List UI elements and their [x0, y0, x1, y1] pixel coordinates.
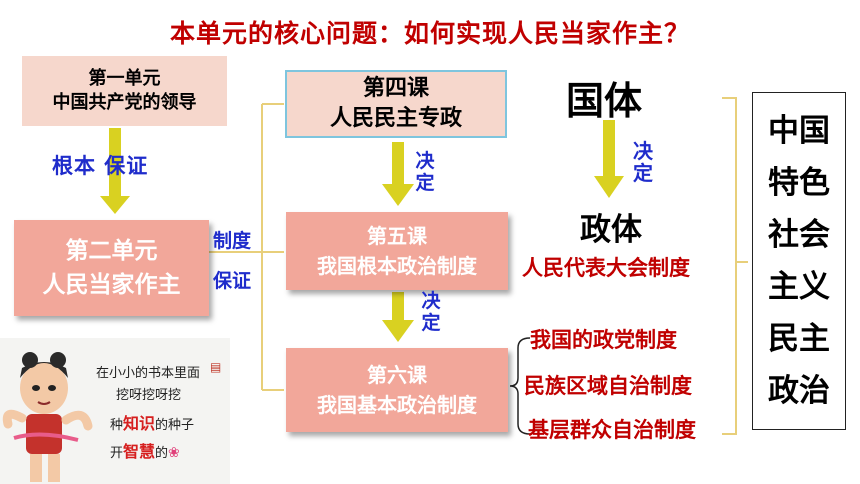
- lesson4-line2: 人民民主专政: [329, 106, 462, 131]
- lesson6-box: 第六课 我国基本政治制度: [286, 348, 508, 432]
- unit1-box: 第一单元 中国共产党的领导: [22, 56, 227, 126]
- lesson6-line2: 我国基本政治制度: [317, 393, 477, 417]
- right-box-line-1: 中国: [768, 113, 830, 149]
- decide-label-3: 决定: [633, 139, 653, 185]
- right-box-line-2: 特色: [768, 165, 830, 201]
- cartoon-line-3: 种知识的种子: [110, 410, 194, 434]
- lesson5-line2: 我国根本政治制度: [317, 254, 477, 278]
- page-title: 本单元的核心问题：如何实现人民当家作主？: [169, 19, 690, 48]
- cartoon-character-image: [2, 352, 93, 482]
- cartoon-line-4-c: 的: [155, 446, 169, 461]
- lesson4-box: 第四课 人民民主专政: [285, 70, 507, 138]
- lesson6-line1: 第六课: [367, 363, 427, 387]
- basic-system-party: 我国的政党制度: [530, 328, 677, 352]
- right-box-line-3: 社会: [768, 217, 830, 253]
- cartoon-line-4: 开智慧的❀: [110, 438, 180, 462]
- decide-label-2: 决定: [421, 290, 441, 334]
- cartoon-line-1: 在小小的书本里面: [96, 366, 201, 381]
- decide-label-1: 决定: [415, 150, 435, 194]
- relation-guarantee-label: 保证: [213, 270, 252, 292]
- unit2-box: 第二单元 人民当家作主: [14, 220, 209, 316]
- cartoon-panel: 在小小的书本里面 挖呀挖呀挖 种知识的种子 开智慧的❀ ▤: [0, 338, 230, 484]
- arrow-unit1-to-unit2: [100, 128, 130, 214]
- lesson5-box: 第五课 我国根本政治制度: [286, 212, 508, 290]
- cartoon-line-3-c: 的种子: [155, 418, 195, 433]
- cartoon-line-2: 挖呀挖呀挖: [116, 388, 182, 403]
- cartoon-line-3-b: 知识: [123, 414, 156, 433]
- unit1-line1: 第一单元: [88, 68, 161, 89]
- zhengti-label: 政体: [580, 212, 642, 248]
- socialist-democracy-box: 中国 特色 社会 主义 民主 政治: [752, 92, 846, 430]
- cartoon-line-4-a: 开: [110, 446, 124, 461]
- arrow-lesson5-to-lesson6: [382, 292, 414, 342]
- relation-system-label: 制度: [213, 230, 252, 252]
- cartoon-line-3-a: 种: [110, 418, 124, 433]
- arrow-guoti-to-zhengti: [594, 120, 624, 198]
- lessons-bracket: [209, 103, 284, 391]
- unit1-line2: 中国共产党的领导: [52, 92, 197, 113]
- lesson4-line1: 第四课: [362, 76, 429, 101]
- unit2-line1: 第二单元: [65, 238, 158, 264]
- right-bracket: [722, 97, 748, 435]
- books-icon: ▤: [210, 360, 222, 374]
- relation-root-guarantee: 根本 保证: [52, 154, 149, 178]
- right-box-line-5: 民主: [768, 321, 830, 357]
- guoti-label: 国体: [566, 79, 643, 123]
- cartoon-line-4-b: 智慧: [123, 442, 156, 461]
- arrow-lesson4-to-lesson5: [382, 142, 414, 206]
- basic-systems-brace: [509, 337, 531, 435]
- basic-system-grassroots: 基层群众自治制度: [528, 418, 696, 442]
- right-box-line-6: 政治: [768, 373, 830, 409]
- basic-system-ethnic: 民族区域自治制度: [524, 374, 692, 398]
- right-box-line-4: 主义: [768, 269, 830, 305]
- lesson5-line1: 第五课: [367, 224, 427, 248]
- flower-icon: ❀: [168, 445, 180, 461]
- zhengti-system-label: 人民代表大会制度: [522, 256, 690, 280]
- unit2-line2: 人民当家作主: [42, 272, 181, 298]
